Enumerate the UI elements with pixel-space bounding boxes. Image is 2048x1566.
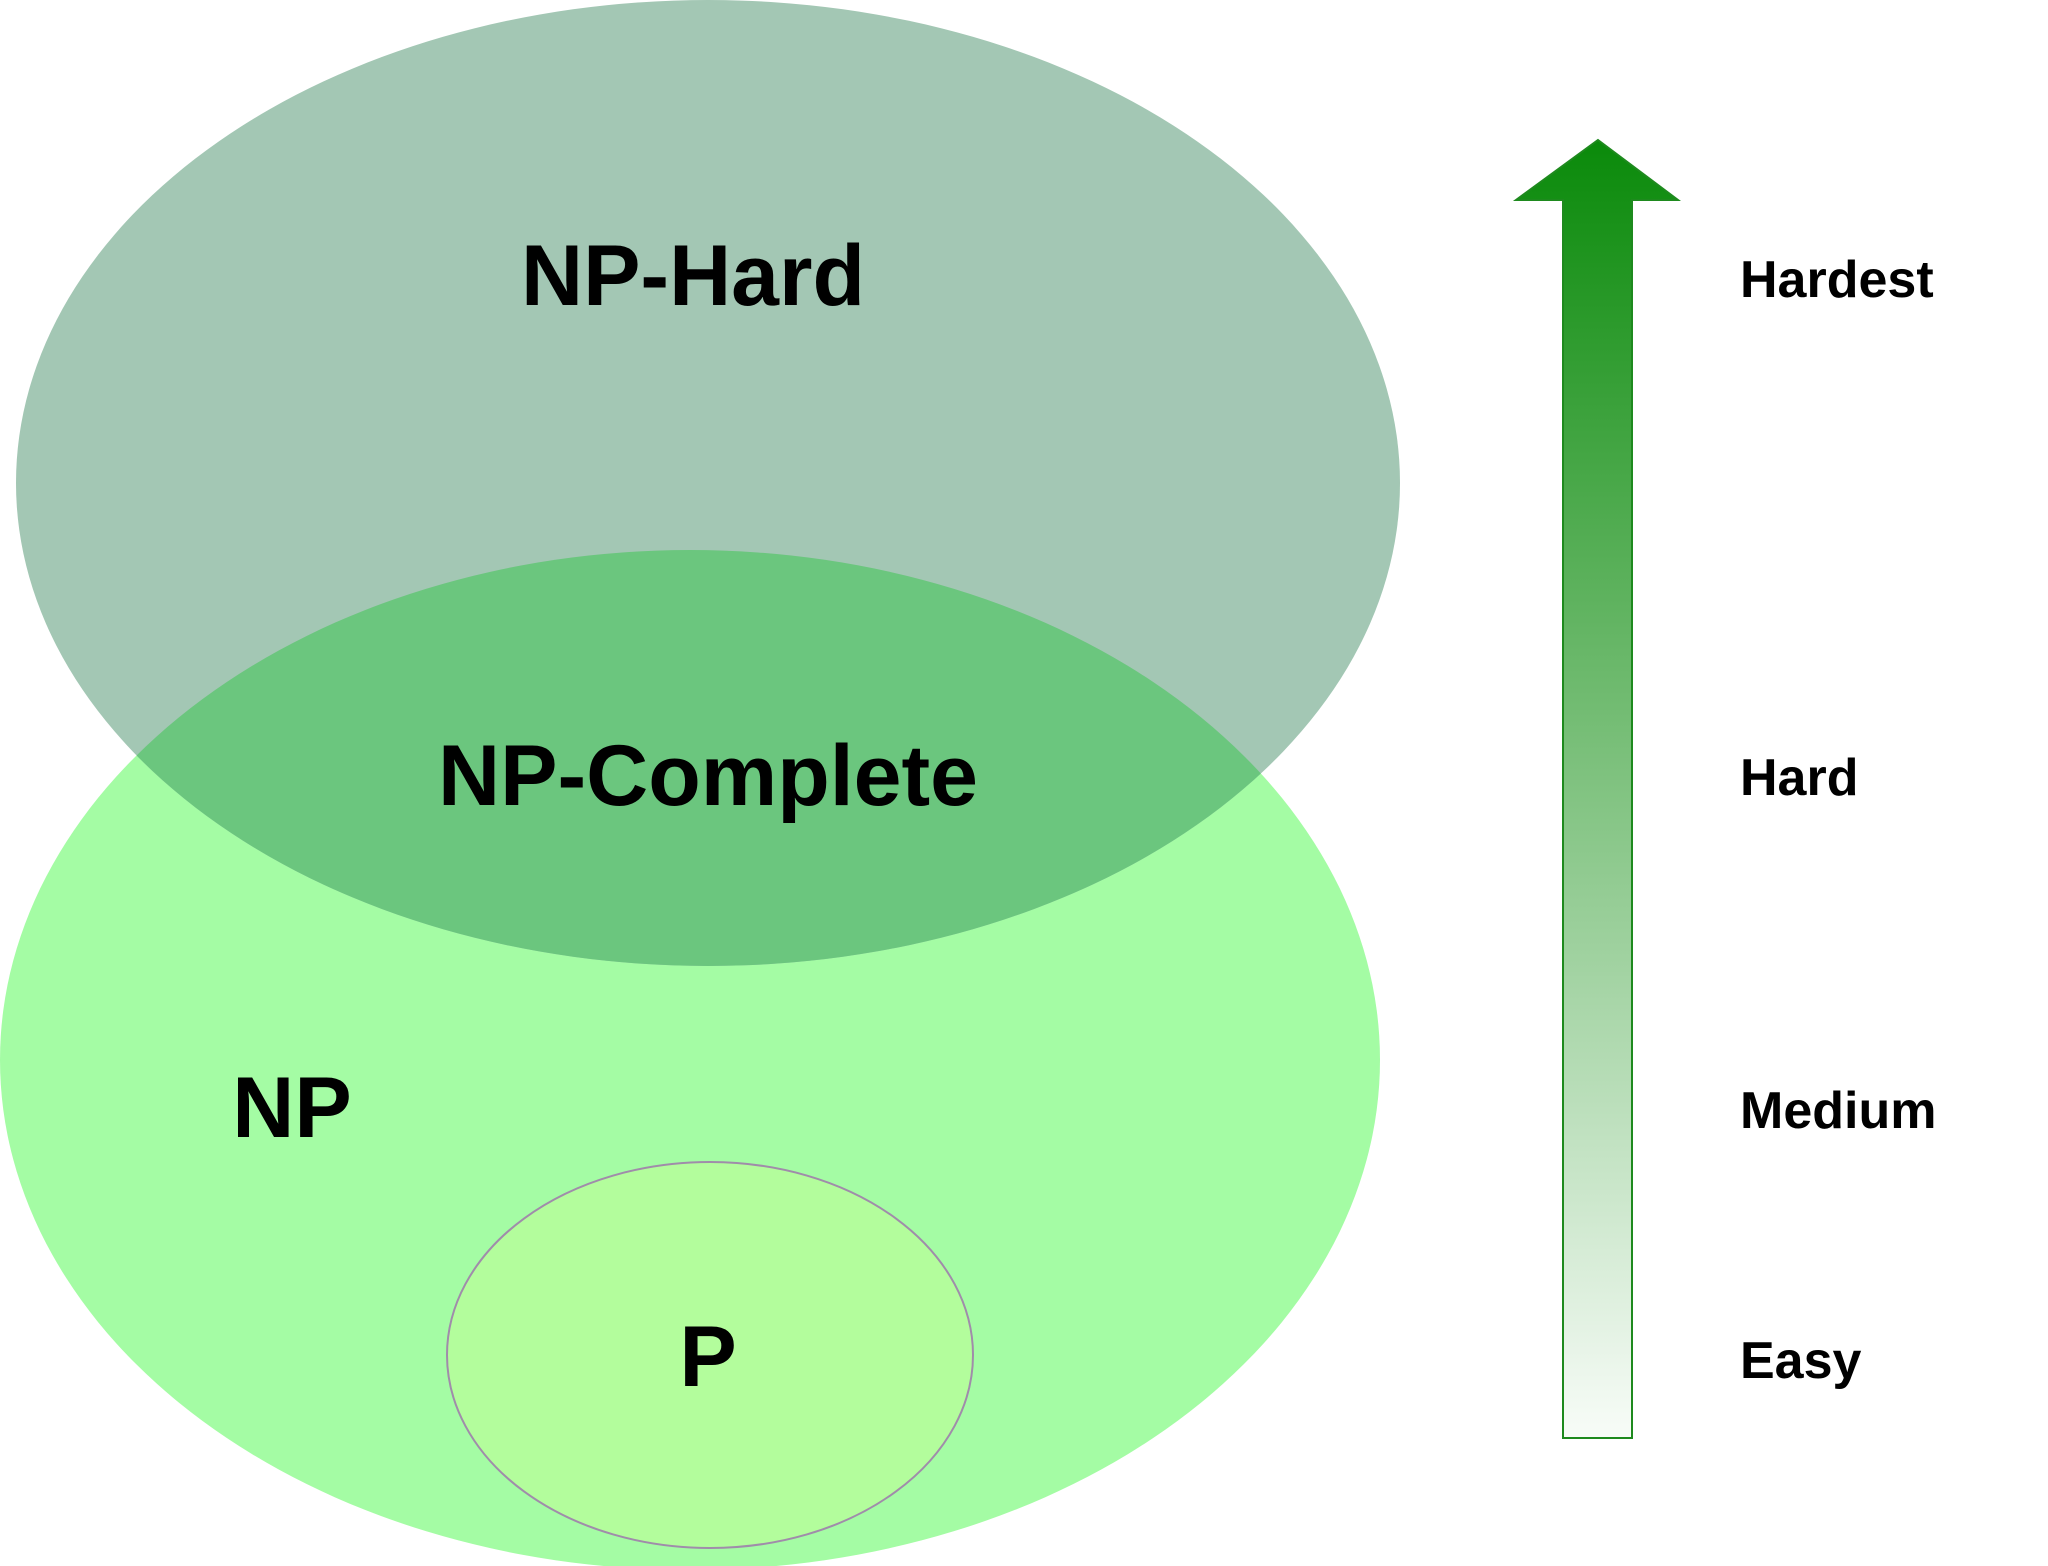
scale-label-easy: Easy xyxy=(1740,1332,1862,1390)
scale-label-hard: Hard xyxy=(1740,749,1858,807)
np-complete-region xyxy=(16,550,1380,966)
np-complete-label: NP-Complete xyxy=(438,728,978,824)
np-label: NP xyxy=(232,1060,351,1156)
difficulty-arrow xyxy=(1512,138,1681,1439)
scale-label-hardest: Hardest xyxy=(1740,251,1934,309)
p-set-ellipse xyxy=(446,1161,974,1549)
p-label: P xyxy=(679,1309,736,1405)
np-hard-label: NP-Hard xyxy=(521,228,865,324)
scale-label-medium: Medium xyxy=(1740,1082,1936,1140)
